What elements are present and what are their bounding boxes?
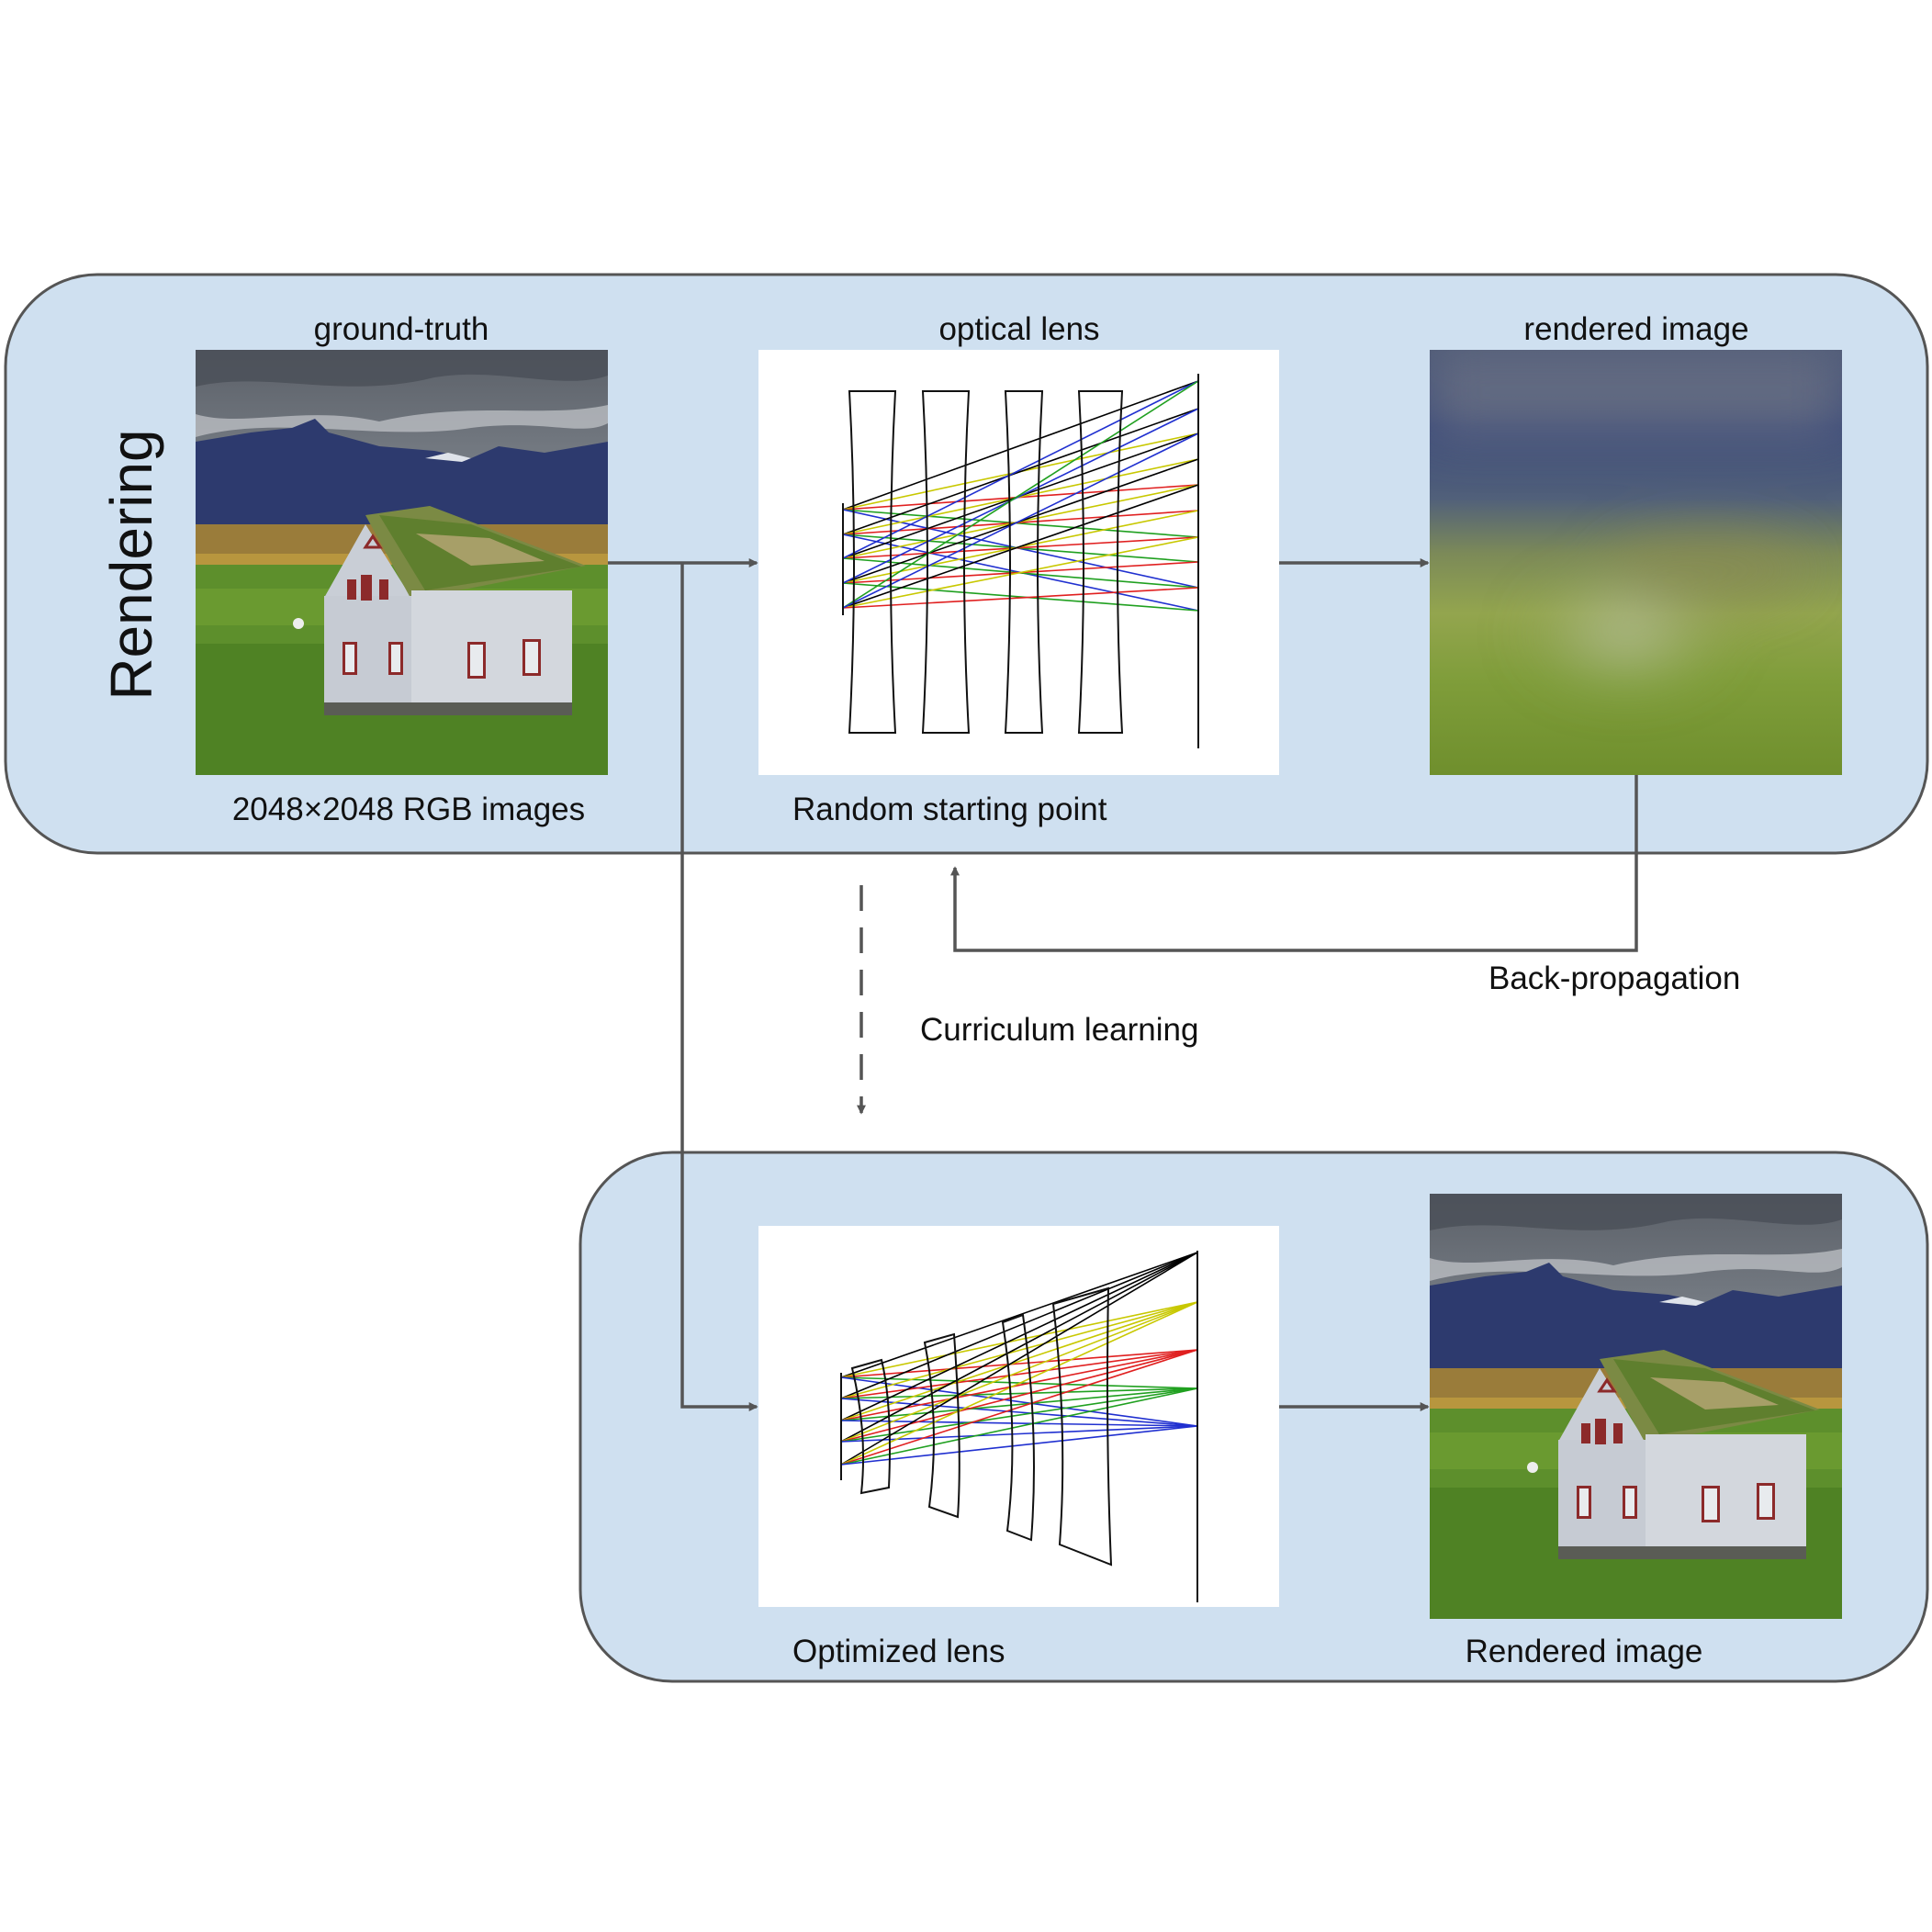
ground-truth-image bbox=[194, 348, 610, 777]
light-ray bbox=[842, 380, 1199, 511]
light-ray bbox=[840, 1252, 1198, 1466]
light-ray bbox=[842, 408, 1199, 535]
random-start-caption: Random starting point bbox=[792, 792, 1107, 827]
initial-lens-diagram bbox=[758, 350, 1279, 775]
optical-lens-title: optical lens bbox=[938, 311, 1099, 347]
light-ray bbox=[840, 1387, 1198, 1443]
light-ray bbox=[840, 1420, 1198, 1427]
light-ray bbox=[842, 458, 1199, 535]
light-ray bbox=[840, 1301, 1198, 1378]
rendered-image-caption: Rendered image bbox=[1466, 1634, 1703, 1669]
arrow-up-icon bbox=[950, 775, 1638, 952]
light-ray bbox=[840, 1252, 1198, 1421]
light-ray bbox=[840, 1301, 1198, 1421]
ground-truth-title: ground-truth bbox=[314, 311, 489, 347]
light-ray bbox=[840, 1301, 1198, 1443]
down-branch-line bbox=[680, 563, 758, 1411]
light-ray bbox=[842, 408, 1199, 584]
light-ray bbox=[840, 1387, 1198, 1399]
rendered-image-blurred bbox=[1430, 350, 1842, 775]
light-ray bbox=[840, 1252, 1198, 1399]
images-caption: 2048×2048 RGB images bbox=[232, 792, 585, 827]
light-ray bbox=[842, 380, 1199, 609]
light-ray bbox=[842, 380, 1199, 559]
light-ray bbox=[842, 536, 1199, 609]
curriculum-learning-label: Curriculum learning bbox=[920, 1012, 1198, 1048]
light-ray bbox=[840, 1425, 1198, 1443]
light-ray bbox=[842, 587, 1199, 609]
light-ray bbox=[840, 1349, 1198, 1378]
light-ray bbox=[840, 1387, 1198, 1421]
light-ray bbox=[842, 432, 1199, 609]
back-propagation-label: Back-propagation bbox=[1488, 960, 1740, 996]
light-ray bbox=[840, 1252, 1198, 1443]
optimized-lens-caption: Optimized lens bbox=[792, 1634, 1005, 1669]
light-ray bbox=[840, 1252, 1198, 1378]
light-ray bbox=[840, 1387, 1198, 1466]
rendered-image-sharp bbox=[1428, 1192, 1844, 1621]
light-ray bbox=[840, 1349, 1198, 1466]
light-ray bbox=[840, 1349, 1198, 1399]
rendered-image-title: rendered image bbox=[1523, 311, 1748, 347]
light-ray bbox=[840, 1301, 1198, 1399]
rendering-label: Rendering bbox=[98, 429, 164, 700]
light-ray bbox=[840, 1349, 1198, 1443]
lens-elements bbox=[842, 374, 1199, 748]
optimized-lens-diagram bbox=[758, 1226, 1279, 1607]
connectors bbox=[607, 558, 1638, 1411]
light-ray bbox=[840, 1349, 1198, 1421]
light-ray bbox=[840, 1425, 1198, 1466]
light-ray bbox=[840, 1301, 1198, 1466]
light-ray bbox=[840, 1376, 1198, 1427]
light-ray bbox=[840, 1398, 1198, 1427]
light-ray bbox=[842, 484, 1199, 609]
light-ray bbox=[842, 510, 1199, 535]
lens-elements bbox=[840, 1251, 1198, 1602]
